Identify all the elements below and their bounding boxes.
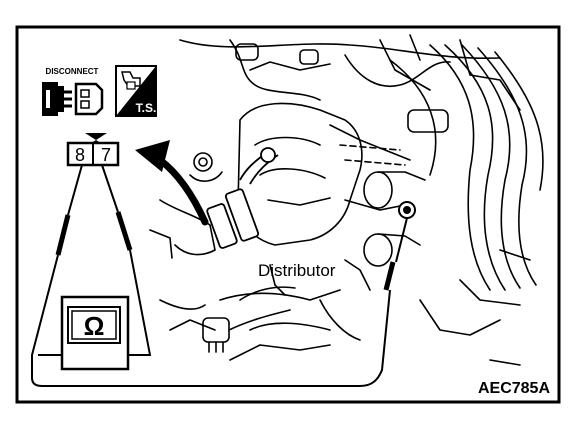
ohm-symbol: Ω: [84, 311, 105, 341]
figure-code: AEC785A: [478, 380, 550, 397]
disconnect-label: DISCONNECT: [46, 67, 99, 76]
engine-sketch: [149, 34, 544, 366]
terminal-box: 8 7: [66, 133, 120, 167]
distributor-label: Distributor: [258, 261, 336, 280]
test-leads: [31, 164, 391, 387]
probe-lead: [383, 201, 416, 291]
terminal-8-label: 8: [75, 145, 85, 165]
ohmmeter-display-inner: [71, 310, 117, 340]
disconnect-icon: DISCONNECT: [42, 67, 104, 116]
distributor-connector: [206, 147, 279, 249]
pointer-arrow: [135, 140, 209, 226]
ts-icon: T.S.: [115, 65, 157, 117]
figure-frame: [15, 25, 561, 404]
ts-label: T.S.: [136, 101, 157, 115]
ohmmeter: Ω: [60, 295, 130, 371]
terminal-7-label: 7: [101, 145, 111, 165]
